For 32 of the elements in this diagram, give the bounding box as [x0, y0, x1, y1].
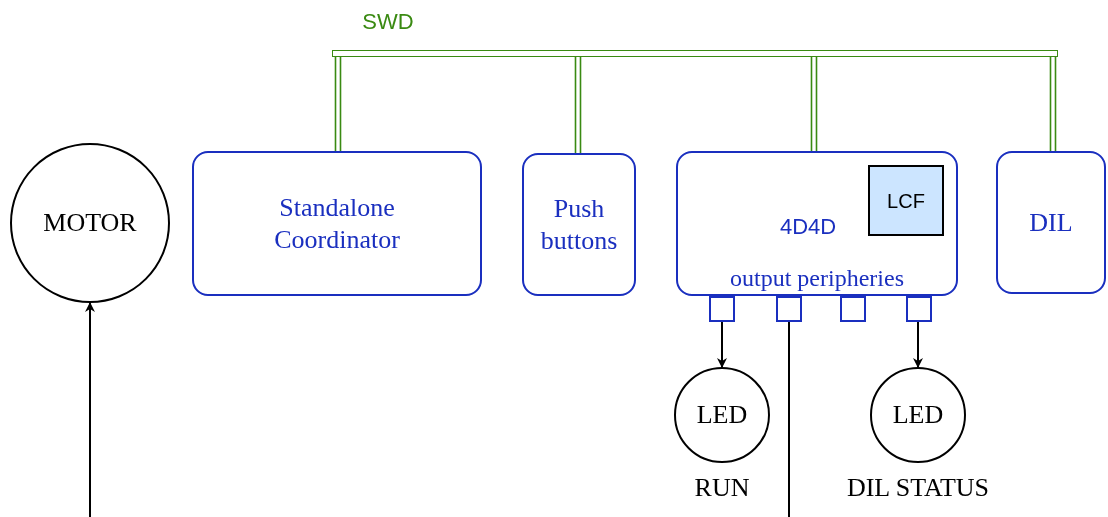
node-label: MOTOR — [42, 206, 138, 239]
process-box — [522, 153, 636, 296]
module-box — [868, 165, 944, 236]
node-label: LCF — [886, 188, 926, 213]
node-label: 4D4D — [780, 213, 837, 241]
process-box — [676, 151, 958, 296]
port-box — [776, 296, 802, 322]
node-label: LED — [891, 398, 945, 431]
node-label: LED — [695, 398, 749, 431]
arrow — [85, 302, 95, 517]
port-box — [840, 296, 866, 322]
caption-label: DIL STATUS — [845, 472, 991, 504]
arrow — [913, 321, 923, 368]
bus-line — [1049, 56, 1057, 152]
process-box — [996, 151, 1106, 294]
circle-node — [674, 367, 770, 463]
circle-node — [10, 143, 170, 303]
circle-node — [870, 367, 966, 463]
port-box — [906, 296, 932, 322]
bus-line — [574, 56, 582, 154]
node-label: Standalone Coordinator — [273, 191, 401, 256]
caption-label: RUN — [693, 472, 751, 504]
bus-line — [334, 56, 342, 152]
node-label: output peripheries — [729, 264, 905, 293]
bus-line — [810, 56, 818, 152]
node-label: Push buttons — [539, 192, 619, 257]
node-label: DIL — [1028, 206, 1074, 239]
bus-bar — [332, 50, 1058, 57]
arrow — [717, 321, 727, 368]
process-box — [192, 151, 482, 296]
caption-label: SWD — [361, 8, 415, 36]
port-box — [709, 296, 735, 322]
